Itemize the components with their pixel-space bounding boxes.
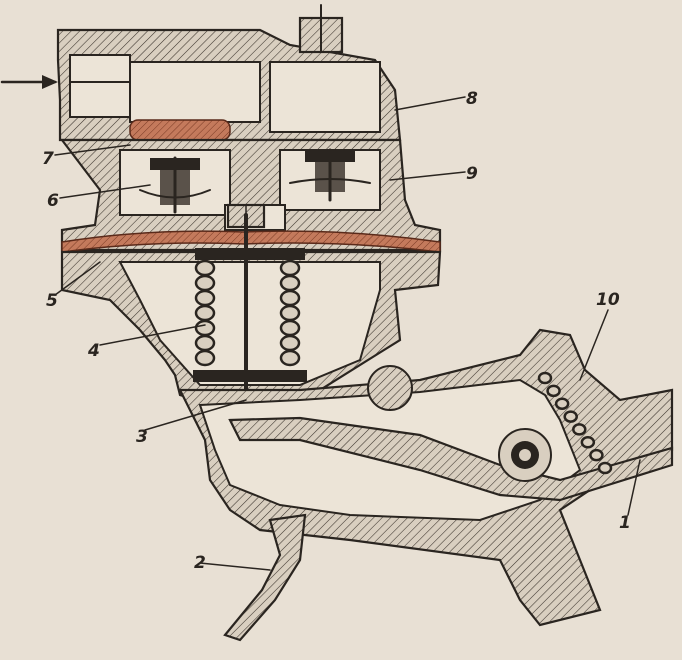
spring-coil <box>279 259 301 277</box>
spring-coil <box>279 319 301 337</box>
label-9: 9 <box>466 164 478 184</box>
top-cover <box>56 28 402 142</box>
return-spring-coil <box>589 448 604 462</box>
return-spring <box>537 371 613 475</box>
diaphragm-spring <box>193 248 307 382</box>
lower-housing <box>60 250 442 412</box>
spring-coil <box>279 289 301 307</box>
return-spring-coil <box>563 410 578 423</box>
cover-screw <box>298 4 344 54</box>
return-spring-coil <box>572 423 587 436</box>
spring-coil <box>194 289 216 307</box>
inlet-valve <box>139 156 211 214</box>
spring-coil <box>194 259 216 277</box>
leader-lines <box>54 96 641 571</box>
rocker-lever <box>228 416 674 502</box>
outlet-valve <box>289 148 371 202</box>
spring-coil <box>194 304 216 322</box>
label-1: 1 <box>619 513 631 533</box>
label-5: 5 <box>46 291 58 311</box>
priming-lever <box>223 513 307 642</box>
return-spring-coil <box>554 397 570 410</box>
label-7: 7 <box>42 149 54 169</box>
spring-coil <box>279 304 301 322</box>
spring-coil <box>279 274 301 292</box>
label-8: 8 <box>466 89 478 109</box>
spring-coil <box>194 274 216 292</box>
lever-pivot <box>498 428 552 482</box>
label-6: 6 <box>47 191 59 211</box>
return-spring-coil <box>580 436 596 449</box>
housing-boss <box>367 365 413 411</box>
label-3: 3 <box>136 427 148 447</box>
spring-coil <box>279 349 301 367</box>
spring-coil <box>194 349 216 367</box>
label-10: 10 <box>596 290 620 310</box>
label-2: 2 <box>194 553 206 573</box>
return-spring-coil <box>597 461 613 475</box>
spring-coil <box>279 334 301 352</box>
inlet-arrow <box>0 75 58 89</box>
spring-coil <box>194 334 216 352</box>
spring-coil <box>194 319 216 337</box>
filter-gasket <box>129 119 231 141</box>
return-spring-coil <box>537 371 553 385</box>
return-spring-coil <box>546 384 561 398</box>
label-4: 4 <box>87 341 100 361</box>
callout-labels: 1 2 3 4 5 6 7 8 9 10 <box>42 89 631 573</box>
